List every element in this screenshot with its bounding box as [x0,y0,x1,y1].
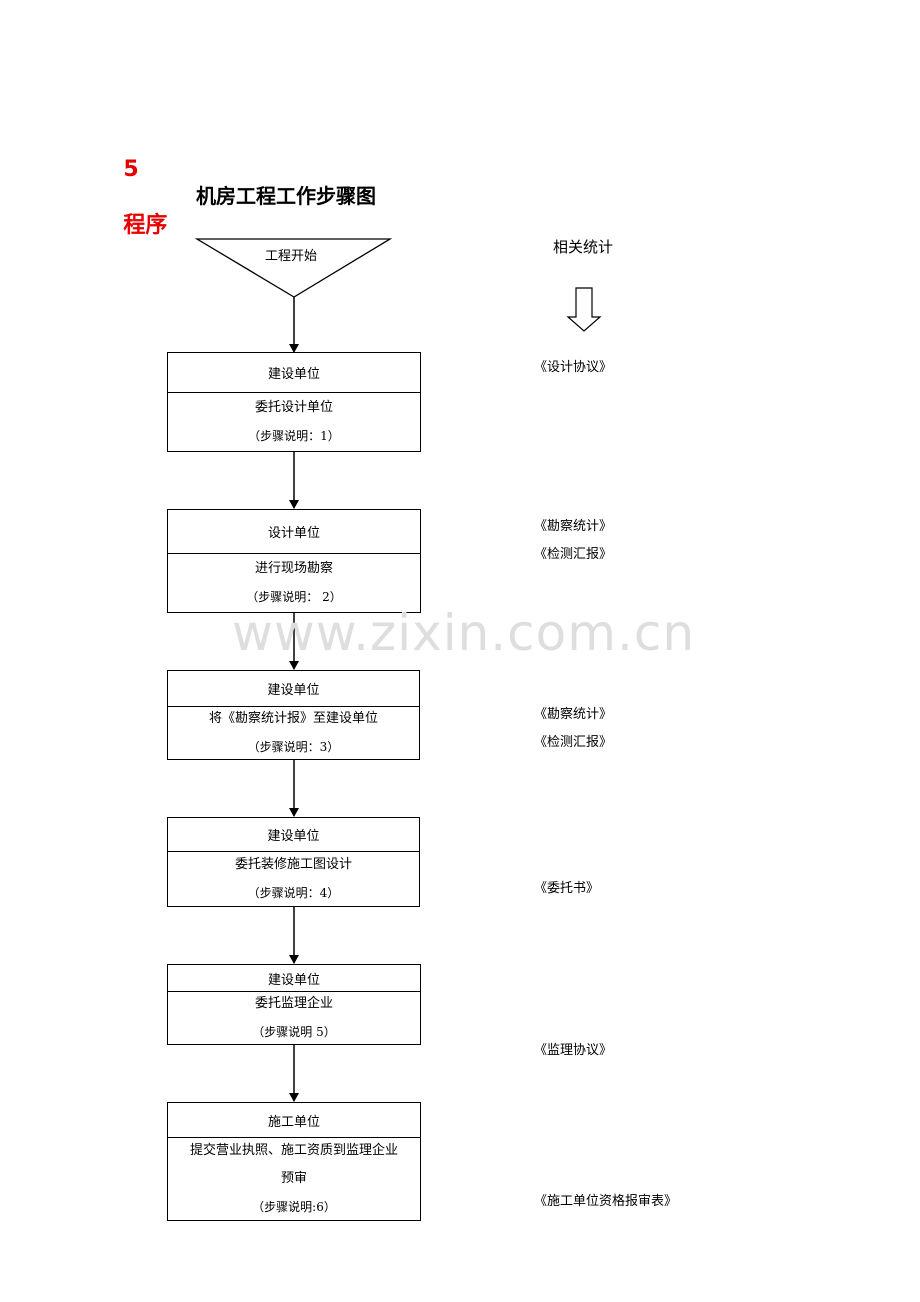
arrowhead [289,1093,299,1102]
step-action: 委托监理企业 [254,996,333,1011]
step-unit: 建设单位 [168,353,420,393]
step-unit: 施工单位 [168,1103,420,1138]
watermark: www.zixin.com.cn [232,604,696,662]
step-note: （步骤说明： 2） [246,590,342,604]
arrowhead [289,500,299,509]
related-document: 《施工单位资格报审表》 [534,1194,678,1209]
step-action: 将《勘察统计报》至建设单位 [208,711,378,726]
diagram-title: 机房工程工作步骤图 [196,184,376,208]
step-action: 委托设计单位 [254,400,333,415]
section-title: 程序 [123,213,168,238]
step-box-4: 建设单位 委托装修施工图设计 （步骤说明：4） [167,817,420,907]
start-triangle [194,238,393,298]
step-unit: 建设单位 [168,671,419,707]
related-document: 《监理协议》 [534,1043,613,1058]
step-box-6: 施工单位 提交营业执照、施工资质到监理企业 预审 （步骤说明:6） [167,1102,421,1221]
related-document: 《勘察统计》 [534,707,613,722]
step-box-5: 建设单位 委托监理企业 （步骤说明 5） [167,964,421,1045]
arrowhead [289,344,299,353]
step-note: （步骤说明 5） [252,1025,336,1039]
step-unit: 建设单位 [168,965,420,992]
related-stats-header: 相关统计 [553,238,614,256]
step-action-cont: 预审 [280,1171,307,1186]
step-unit: 建设单位 [168,818,419,852]
step-action: 委托装修施工图设计 [234,857,352,872]
related-document: 《设计协议》 [534,360,613,375]
step-note: （步骤说明：1） [248,429,340,443]
step-note: （步骤说明：4） [247,886,340,900]
related-document: 《检测汇报》 [534,735,613,750]
step-action: 进行现场勘察 [254,561,333,576]
step-box-3: 建设单位 将《勘察统计报》至建设单位 （步骤说明：3） [167,670,420,760]
step-box-1: 建设单位 委托设计单位 （步骤说明：1） [167,352,421,452]
arrowhead [289,661,299,670]
related-document: 《勘察统计》 [534,519,613,534]
related-document: 《检测汇报》 [534,547,613,562]
step-action: 提交营业执照、施工资质到监理企业 [189,1143,398,1158]
step-note: （步骤说明：3） [247,740,340,754]
arrowhead [289,808,299,817]
related-document: 《委托书》 [534,881,600,896]
step-box-2: 设计单位 进行现场勘察 （步骤说明： 2） [167,509,421,613]
arrowhead [289,955,299,964]
section-heading: 5 程序 [108,132,167,239]
step-unit: 设计单位 [168,510,420,554]
section-number: 5 [123,157,139,182]
step-note: （步骤说明:6） [252,1200,336,1214]
start-label: 工程开始 [265,249,318,264]
down-arrow-icon [566,287,602,332]
